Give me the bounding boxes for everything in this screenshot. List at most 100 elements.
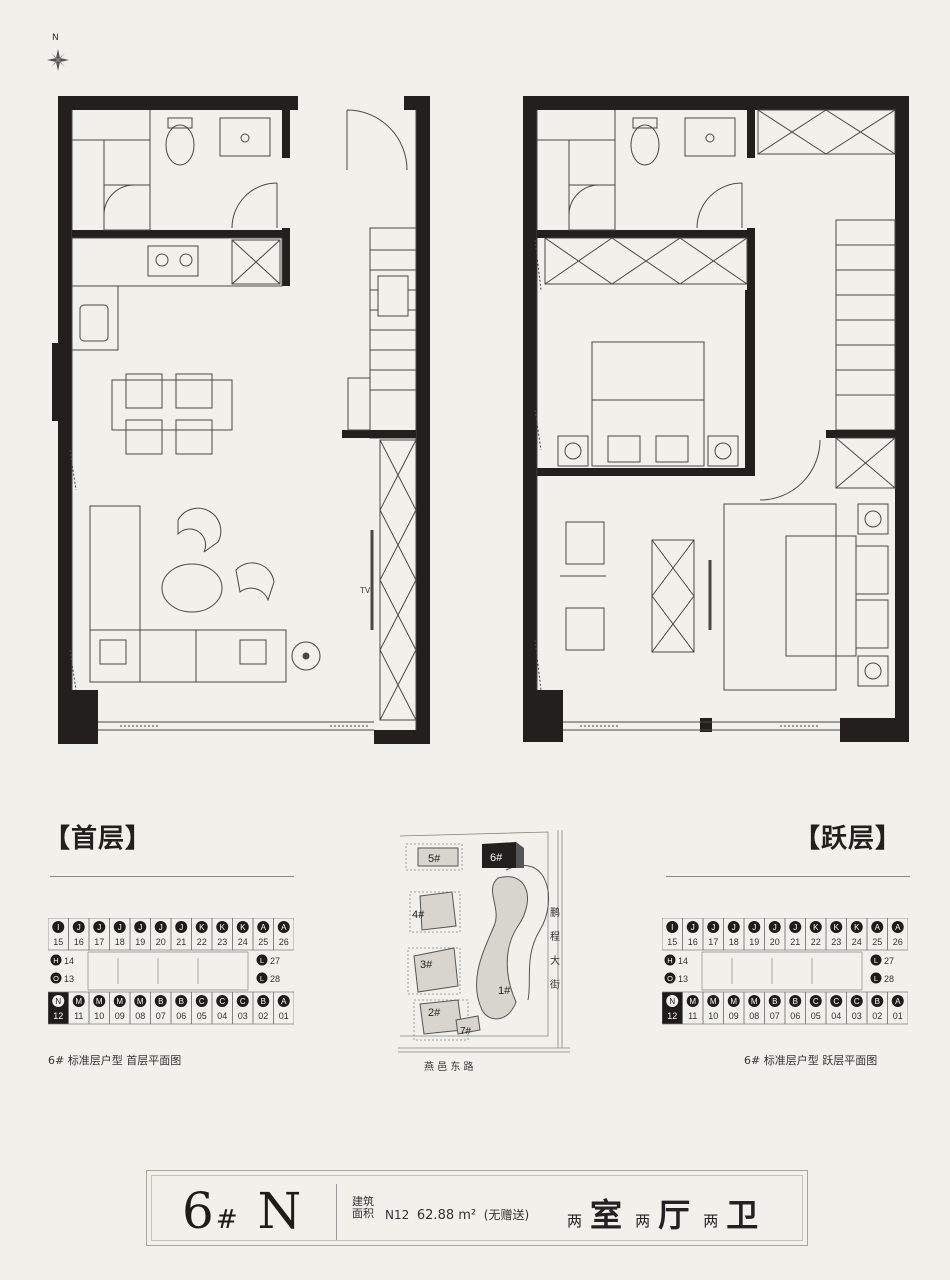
unit-summary-inner: 6# N 建筑 面积 N12 62.88 m² (无赠送) 两室 两厅 两卫 xyxy=(151,1175,803,1241)
upper-floor-plan xyxy=(523,96,909,742)
keyplan-unit-04: C04 xyxy=(825,991,847,1025)
keyplan-unit-02: B02 xyxy=(866,991,888,1025)
keyplan-unit-number: 08 xyxy=(135,1011,145,1021)
keyplan-unit-letter: L xyxy=(874,956,878,965)
keyplan-unit-01: A01 xyxy=(273,991,295,1025)
keyplan-unit-number: 27 xyxy=(270,956,280,966)
keyplan-unit-number: 09 xyxy=(729,1011,739,1021)
keyplan-unit-number: 11 xyxy=(74,1011,83,1021)
keyplan-unit-number: 28 xyxy=(884,974,894,984)
keyplan-unit-letter: J xyxy=(691,923,695,932)
keyplan-unit-number: 17 xyxy=(94,937,104,947)
site-plan: 5# 6# 4# 3# 1# 2# 7# 鹏程大街 燕 邑 东 路 xyxy=(398,830,574,1076)
keyplan-unit-number: 24 xyxy=(852,937,862,947)
keyplan-unit-15: I15 xyxy=(47,917,69,951)
keyplan-unit-letter: H xyxy=(53,956,58,965)
keyplan-unit-15: I15 xyxy=(661,917,683,951)
floor-plans xyxy=(52,96,909,744)
keyplan-unit-05: C05 xyxy=(805,991,827,1025)
keyplan-unit-letter: J xyxy=(118,923,122,932)
site-building-6: 6# xyxy=(490,852,503,864)
keyplan-unit-letter: L xyxy=(874,974,878,983)
keyplan-unit-number: 25 xyxy=(872,937,882,947)
keyplan-unit-letter: A xyxy=(895,997,901,1006)
keyplan-unit-letter: L xyxy=(260,974,264,983)
keyplan-unit-letter: K xyxy=(199,923,205,932)
tv-label: TV xyxy=(360,586,371,595)
keyplan-unit-04: C04 xyxy=(211,991,233,1025)
keyplan-unit-26: A26 xyxy=(887,917,909,951)
keyplan-unit-number: 26 xyxy=(893,937,903,947)
keyplan-unit-letter: K xyxy=(240,923,246,932)
keyplan-unit-letter: J xyxy=(138,923,142,932)
site-building-7: 7# xyxy=(460,1026,472,1037)
keyplan-unit-number: 02 xyxy=(258,1011,268,1021)
keyplan-unit-number: 19 xyxy=(135,937,145,947)
keyplan-unit-letter: O xyxy=(667,974,673,983)
bedroom-count: 两 xyxy=(567,1212,583,1230)
keyplan-unit-letter: J xyxy=(793,923,797,932)
upper-floor-caption: 6# 标准层户型 跃层平面图 xyxy=(744,1054,878,1067)
keyplan-unit-number: 13 xyxy=(678,974,688,984)
livingroom-count: 两 xyxy=(635,1212,651,1230)
keyplan-unit-20: J20 xyxy=(150,917,172,951)
building-hash: # xyxy=(215,1205,240,1235)
keyplan-unit-11: M11 xyxy=(682,991,704,1025)
livingroom-label: 厅 xyxy=(658,1196,691,1234)
keyplan-unit-19: J19 xyxy=(743,917,765,951)
keyplan-unit-letter: A xyxy=(261,923,267,932)
keyplan-unit-number: 03 xyxy=(238,1011,248,1021)
keyplan-unit-letter: K xyxy=(854,923,860,932)
first-floor-title: 【首层】 xyxy=(44,824,153,854)
keyplan-unit-letter: M xyxy=(137,997,144,1006)
keyplan-unit-letter: N xyxy=(669,997,675,1006)
keyplan-unit-letter: J xyxy=(732,923,736,932)
keyplan-unit-letter: L xyxy=(260,956,264,965)
area-value: 62.88 m² xyxy=(416,1208,477,1223)
street-east-char: 街 xyxy=(550,978,560,991)
keyplan-unit-letter: C xyxy=(854,997,860,1006)
keyplan-unit-letter: K xyxy=(220,923,226,932)
keyplan-unit-letter: M xyxy=(75,997,82,1006)
keyplan-unit-number: 28 xyxy=(270,974,280,984)
keyplan-unit-number: 24 xyxy=(238,937,248,947)
street-east-char: 鹏 xyxy=(550,906,560,919)
keyplan-unit-16: J16 xyxy=(68,917,90,951)
keyplan-unit-number: 06 xyxy=(176,1011,186,1021)
keyplan-unit-number: 23 xyxy=(831,937,841,947)
keyplan-unit-number: 13 xyxy=(64,974,74,984)
keyplan-unit-07: B07 xyxy=(764,991,786,1025)
keyplan-unit-number: 14 xyxy=(64,956,74,966)
keyplan-unit-27: L 27 xyxy=(256,954,280,966)
keyplan-unit-number: 15 xyxy=(53,937,63,947)
keyplan-unit-letter: H xyxy=(667,956,672,965)
keyplan-unit-21: J21 xyxy=(170,917,192,951)
keyplan-unit-number: 16 xyxy=(688,937,698,947)
keyplan-unit-letter: O xyxy=(53,974,59,983)
bathroom-label: 卫 xyxy=(726,1196,759,1234)
keyplan-unit-16: J 16 xyxy=(682,917,704,951)
upper-floor-rule xyxy=(666,876,910,877)
keyplan-unit-number: 20 xyxy=(156,937,166,947)
site-building-1: 1# xyxy=(498,985,511,997)
keyplan-unit-08: M08 xyxy=(743,991,765,1025)
keyplan-unit-03: C03 xyxy=(846,991,868,1025)
keyplan-unit-letter: J xyxy=(773,923,777,932)
first-floor-plan xyxy=(52,96,430,744)
keyplan-unit-number: 09 xyxy=(115,1011,125,1021)
unit-code: 6# N xyxy=(182,1182,303,1240)
keyplan-unit-letter: N xyxy=(55,997,61,1006)
keyplan-unit-06: B06 xyxy=(784,991,806,1025)
compass-icon xyxy=(47,49,69,71)
site-building-3: 3# xyxy=(420,959,433,971)
keyplan-unit-17: J17 xyxy=(88,917,110,951)
keyplan-unit-number: 22 xyxy=(811,937,821,947)
keyplan-unit-23: K23 xyxy=(211,917,233,951)
keyplan-unit-letter: C xyxy=(833,997,839,1006)
first-floor-rule xyxy=(50,876,294,877)
keyplan-unit-11: M 11 xyxy=(68,991,90,1025)
area-note: (无赠送) xyxy=(483,1208,530,1222)
